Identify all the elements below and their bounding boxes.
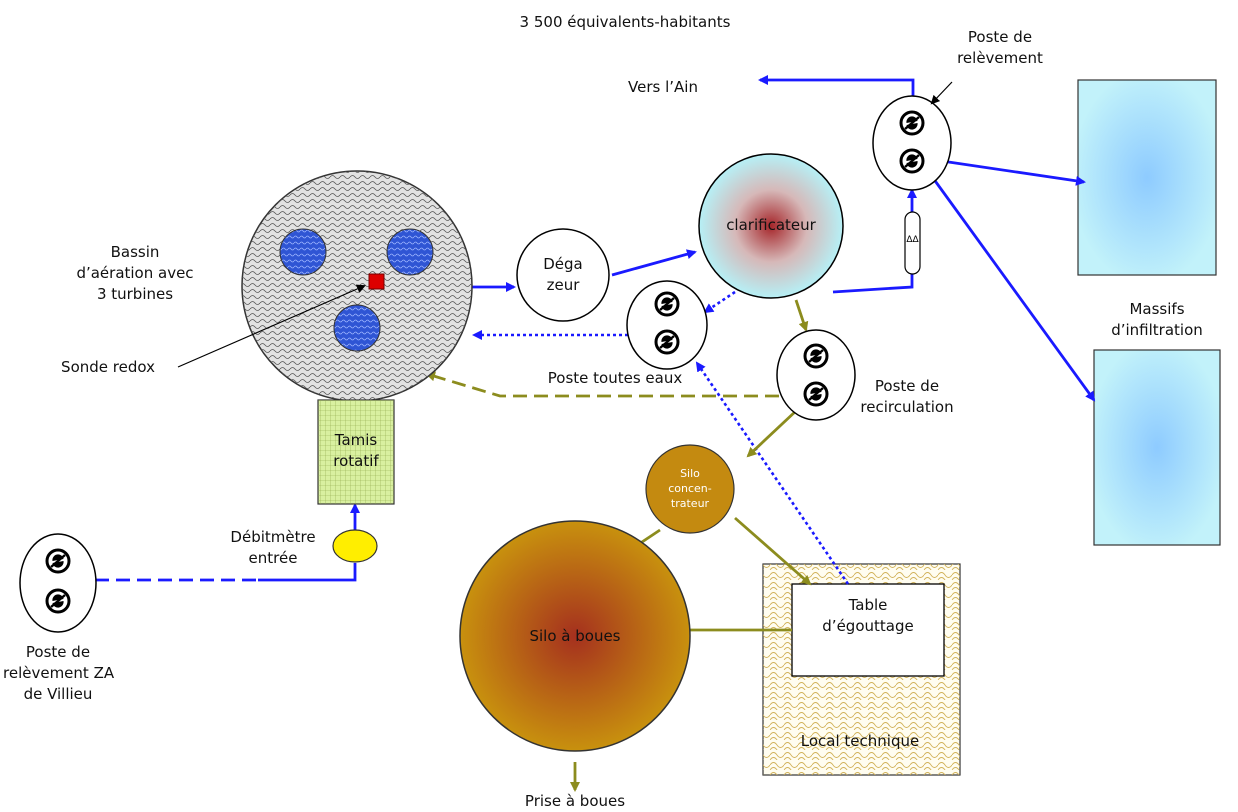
label-poste-toutes-eaux: Poste toutes eaux: [547, 369, 683, 387]
turbine-icon: [386, 228, 434, 276]
label-line: Massifs: [1129, 300, 1185, 318]
flow-degazeur-to-clarif: [611, 249, 697, 277]
label-line: concen-: [668, 482, 712, 495]
label-vers-ain: Vers l’Ain: [628, 78, 698, 96]
sonde-pointer: [177, 284, 366, 368]
label-poste-za: Poste de relèvement ZA de Villieu: [3, 642, 115, 705]
debitmetre: [332, 529, 378, 563]
label-silo-concentrateur: Silo concen- trateur: [650, 466, 730, 511]
pump-icon: [45, 548, 71, 574]
label-line: Poste de: [25, 643, 91, 661]
poste-relevement-top: [872, 95, 952, 191]
poste-relevement-za: [19, 533, 97, 633]
flow-table-to-toutes-eaux: [695, 361, 850, 585]
label-clarificateur: clarificateur: [726, 216, 816, 234]
pump-icon: [803, 343, 829, 369]
label-line: d’infiltration: [1111, 321, 1203, 339]
clarificateur: [698, 153, 844, 299]
label-line: 3 turbines: [96, 285, 174, 303]
silo-concentrateur: [645, 444, 735, 534]
degazeur: [516, 228, 610, 322]
flow-clarif-to-relevement: [832, 262, 914, 294]
label-line: d’aération avec: [76, 264, 194, 282]
svg-text:ΔΔ: ΔΔ: [906, 235, 919, 245]
label-poste-relevement: Poste de relèvement: [945, 27, 1055, 69]
label-line: Poste de: [874, 377, 940, 395]
label-line: d’égouttage: [822, 617, 914, 635]
label-tamis: Tamis rotatif: [318, 430, 394, 472]
label-line: zeur: [546, 276, 580, 294]
flow-clarif-to-toutes-eaux: [703, 290, 736, 314]
label-sonde-redox: Sonde redox: [61, 358, 155, 376]
table-egouttage: [791, 583, 945, 677]
label-poste-recirculation: Poste de recirculation: [848, 376, 966, 418]
label-line: Déga: [543, 255, 583, 273]
turbine-icon: [333, 304, 381, 352]
label-bassin: Bassin d’aération avec 3 turbines: [70, 242, 200, 305]
label-silo-boues: Silo à boues: [529, 627, 621, 645]
flow-za-to-tamis: [258, 563, 357, 582]
label-line: entrée: [248, 549, 298, 567]
silo-boues: [459, 520, 691, 752]
label-line: recirculation: [860, 398, 954, 416]
massif-bottom: [1093, 349, 1221, 546]
label-degazeur: Déga zeur: [528, 254, 598, 296]
label-line: Tamis: [334, 431, 378, 449]
label-debitmetre: Débitmètre entrée: [218, 527, 328, 569]
label-line: trateur: [670, 497, 710, 510]
label-prise-boues: Prise à boues: [524, 792, 626, 810]
flow-recirc-to-silo-conc: [746, 408, 798, 458]
flow-silo-conc-to-table: [734, 516, 812, 586]
pump-icon: [45, 588, 71, 614]
flow-to-massif-bottom: [931, 177, 1096, 402]
tube-prelevement: [904, 211, 921, 275]
poste-recirculation: [776, 329, 856, 421]
label-line: Silo: [680, 467, 700, 480]
relevement-pointer: [930, 81, 953, 105]
sonde-redox-marker: [368, 273, 385, 290]
label-line: Bassin: [110, 243, 160, 261]
flow-to-ain: [758, 75, 915, 100]
turbine-icon: [279, 228, 327, 276]
label-line: relèvement ZA: [3, 664, 115, 682]
poste-toutes-eaux: [626, 280, 708, 370]
pump-icon: [654, 291, 680, 317]
flow-recirc-to-bassin: [425, 371, 779, 398]
pump-icon: [899, 110, 925, 136]
flow-to-massif-top: [934, 158, 1086, 186]
flow-clarif-to-recirc: [794, 299, 809, 332]
label-line: Poste de: [967, 28, 1033, 46]
label-line: relèvement: [957, 49, 1043, 67]
label-line: Débitmètre: [230, 528, 316, 546]
label-line: rotatif: [333, 452, 379, 470]
pump-icon: [654, 329, 680, 355]
label-massifs: Massifs d’infiltration: [1092, 299, 1222, 341]
massif-top: [1077, 79, 1217, 276]
page-title: 3 500 équivalents-habitants: [519, 13, 731, 31]
label-line: Table: [848, 596, 888, 614]
pump-icon: [899, 148, 925, 174]
label-table-egouttage: Table d’égouttage: [800, 595, 936, 637]
pump-icon: [803, 381, 829, 407]
label-line: de Villieu: [23, 685, 93, 703]
label-local-technique: Local technique: [800, 732, 920, 750]
